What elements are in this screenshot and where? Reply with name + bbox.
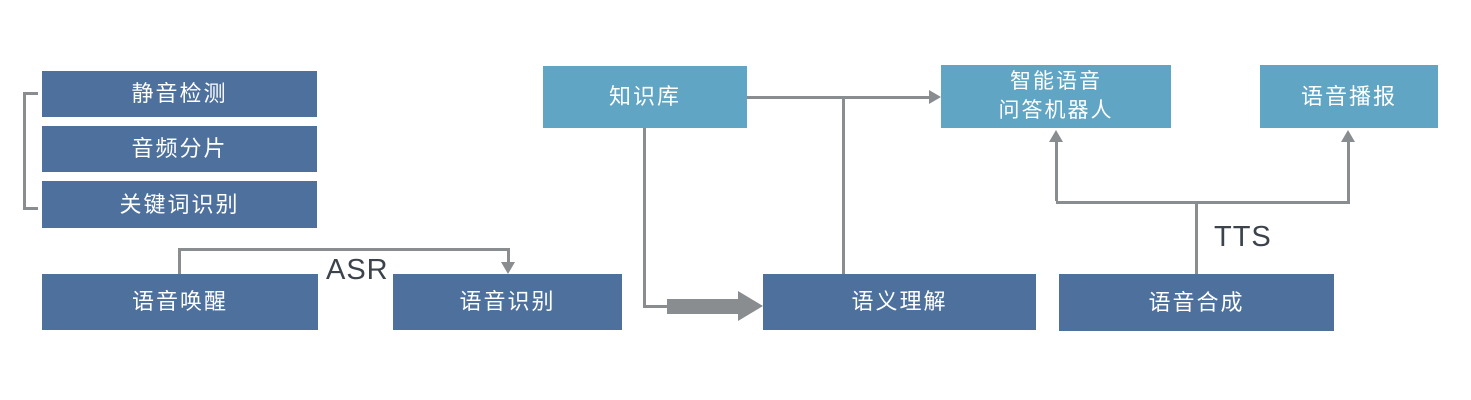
box-voice-broadcast: 语音播报 [1260, 65, 1438, 128]
asr-arrowhead-icon [501, 262, 515, 274]
asr-label: ASR [326, 254, 389, 286]
tts-label: TTS [1214, 221, 1272, 253]
box-audio-segmentation: 音频分片 [42, 126, 317, 172]
connector-tts-horizontal [1056, 201, 1350, 204]
connector-kb-to-robot [747, 96, 929, 99]
box-label-line2: 问答机器人 [998, 98, 1114, 122]
box-label: 语音唤醒 [131, 289, 228, 315]
box-keyword-recognition: 关键词识别 [42, 181, 317, 228]
connector-tts-right-up [1347, 141, 1350, 201]
tts-left-arrowhead-icon [1049, 130, 1063, 142]
connector-tts-stem [1195, 201, 1198, 274]
box-label-line1: 智能语音 [1010, 70, 1102, 94]
connector-asr-vertical-start [178, 248, 181, 274]
tts-right-arrowhead-icon [1341, 130, 1355, 142]
connector-branch-to-semantic [842, 98, 845, 274]
box-qa-robot: 智能语音 问答机器人 [941, 65, 1171, 128]
group-bracket [23, 92, 38, 210]
thick-arrow-shaft [667, 299, 738, 314]
connector-kb-elbow [643, 305, 669, 308]
box-label: 音频分片 [131, 136, 228, 162]
box-label: 语义理解 [851, 289, 948, 315]
connector-asr-horizontal [178, 248, 510, 251]
kb-to-robot-arrowhead-icon [929, 90, 941, 104]
box-semantic-understanding: 语义理解 [763, 274, 1036, 330]
box-speech-recognition: 语音识别 [393, 274, 622, 330]
box-knowledge-base: 知识库 [543, 66, 747, 128]
box-label: 关键词识别 [119, 191, 240, 217]
box-label: 语音播报 [1300, 83, 1397, 109]
connector-asr-vertical-end [507, 248, 510, 263]
box-label: 语音合成 [1148, 289, 1245, 315]
box-label: 静音检测 [131, 81, 228, 107]
box-label: 知识库 [608, 84, 681, 110]
box-voice-wakeup: 语音唤醒 [42, 274, 318, 330]
box-silence-detection: 静音检测 [42, 71, 317, 117]
box-label: 语音识别 [459, 289, 556, 315]
box-speech-synthesis: 语音合成 [1059, 274, 1334, 331]
thick-arrow-head-icon [738, 291, 763, 321]
connector-kb-down [643, 128, 646, 308]
connector-tts-left-up [1055, 141, 1058, 201]
